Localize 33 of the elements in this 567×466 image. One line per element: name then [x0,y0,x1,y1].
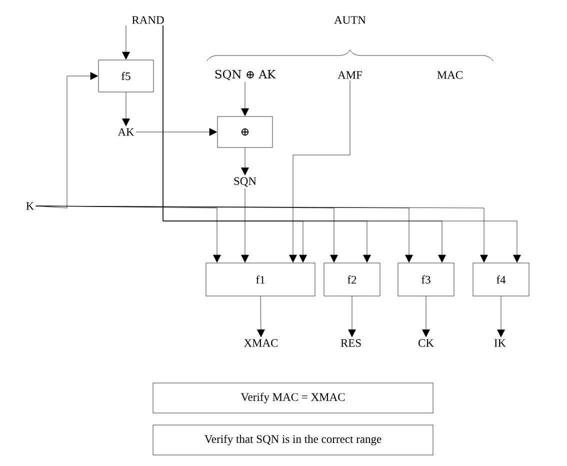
signal-label: SQN ⊕ AK [215,70,276,80]
arrow [422,296,430,338]
field-label: MAC [437,71,462,79]
arrow [289,80,350,263]
signal-label: K [26,202,34,210]
arrow [241,188,249,263]
arrow [36,206,488,263]
function-box: f1 [206,262,316,296]
arrow [122,25,130,60]
arrow [136,128,218,136]
function-box: ⊕ [217,116,273,148]
arrow [162,25,521,263]
signal-label: SQN [234,177,256,187]
arrow [348,296,356,338]
field-label: AUTN [334,16,366,24]
signal-label: AK [118,128,134,136]
function-box: f5 [98,60,154,92]
verification-box: Verify that SQN is in the correct range [152,424,434,456]
function-box: f4 [472,262,530,296]
arrow [241,148,249,176]
signal-label: RES [340,339,361,347]
function-box: f3 [398,262,454,296]
arrow [497,296,505,338]
signal-label: RAND [132,16,164,24]
signal-label: CK [418,339,434,347]
signal-label: IK [494,339,506,347]
verification-box: Verify MAC = XMAC [152,382,434,414]
signal-label: AMF [338,71,362,79]
arrow [241,82,249,116]
arrow [122,92,130,126]
signal-label: XMAC [244,339,278,347]
arrow [256,296,265,338]
function-box: f2 [324,262,380,296]
